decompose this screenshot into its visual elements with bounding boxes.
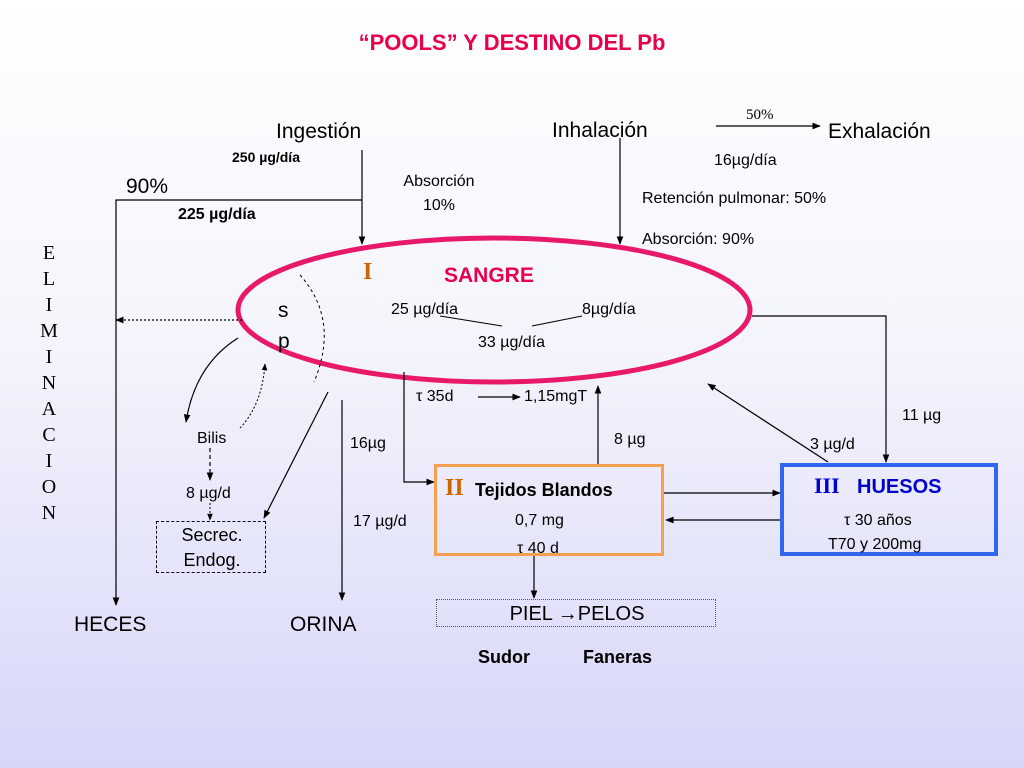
urine-label: ORINA (290, 613, 357, 636)
elimination-rate: 225 µg/día (178, 206, 256, 223)
elimination-letter: E (42, 242, 56, 264)
soft-tissue-mass: 0,7 mg (515, 512, 564, 529)
skin-hair-box: PIEL →PELOS (436, 599, 716, 627)
gi-absorption-percent: 10% (422, 197, 456, 214)
ingestion-to-elimination-line (112, 199, 362, 606)
ingestion-label: Ingestión (276, 120, 362, 143)
soft-tissue-half-life: τ 40 d (517, 540, 559, 557)
bone-total: T70 y 200mg (828, 536, 922, 553)
blood-to-tissue-arrow (403, 372, 435, 486)
sweat-label: Sudor (478, 647, 530, 667)
elimination-letter: M (40, 320, 58, 342)
ingestion-rate: 250 µg/día (232, 149, 300, 165)
bone-to-blood-arrow (707, 383, 829, 463)
tissue-to-blood-rate: 8 µg (614, 431, 646, 448)
elimination-letter: C (42, 424, 56, 446)
exhalation-rate: 16µg/día (714, 152, 777, 169)
bile-to-blood-dotted-arrow (239, 363, 268, 429)
soft-tissue-box: II Tejidos Blandos 0,7 mg τ 40 d (434, 464, 664, 557)
elimination-letter: N (41, 372, 57, 394)
sp-label-p: p (278, 330, 290, 353)
elimination-letter: N (41, 502, 57, 524)
soft-tissue-numeral: II (445, 475, 464, 501)
bile-label: Bilis (197, 430, 227, 447)
gi-absorption-label: Absorción (403, 173, 475, 190)
bone-label: HUESOS (857, 476, 942, 498)
elimination-letter: I (45, 450, 53, 472)
blood-pool-ellipse (235, 235, 753, 385)
blood-to-tissue-rate: 16µg (350, 435, 386, 452)
gi-uptake-rate: 25 µg/día (391, 301, 459, 318)
blood-to-bone-arrow (752, 315, 890, 463)
feces-label: HECES (74, 613, 147, 636)
sp-dashed-arc (299, 274, 325, 383)
elimination-vertical-label: E L I M I N A C I O N (36, 240, 62, 526)
elimination-letter: I (45, 346, 53, 368)
total-uptake-rate: 33 µg/día (478, 334, 546, 351)
blood-to-bile-arrow (183, 337, 239, 423)
elimination-letter: O (41, 476, 57, 498)
elimination-letter: A (41, 398, 57, 420)
lung-to-total-line (531, 315, 583, 327)
skin-hair-label: PIEL →PELOS (509, 603, 645, 625)
inhalation-label: Inhalación (552, 119, 648, 142)
bone-to-blood-rate: 3 µg/d (810, 436, 855, 453)
elimination-letter: L (42, 268, 56, 290)
pulmonary-absorption: Absorción: 90% (642, 231, 755, 248)
blood-to-bone-rate: 11 µg (902, 407, 942, 424)
exhalation-label: Exhalación (828, 120, 931, 143)
exhalation-percent: 50% (746, 107, 774, 123)
sp-label-s: s (278, 299, 289, 322)
blood-to-secretions-arrow (263, 391, 329, 519)
secretions-line-1: Secrec. (181, 525, 243, 545)
bile-rate: 8 µg/d (186, 485, 231, 502)
secretions-line-2: Endog. (183, 550, 241, 570)
appendages-label: Faneras (583, 647, 653, 667)
soft-tissue-label: Tejidos Blandos (475, 480, 613, 500)
bone-numeral: III (814, 473, 840, 498)
bone-box: III HUESOS τ 30 años T70 y 200mg (780, 463, 998, 556)
pulmonary-retention: Retención pulmonar: 50% (642, 190, 827, 207)
lung-uptake-rate: 8µg/día (582, 301, 636, 318)
total-body-burden: 1,15mgT (524, 388, 588, 405)
endogenous-secretions-box: Secrec. Endog. (156, 521, 266, 573)
blood-pool-label: SANGRE (444, 264, 534, 287)
page-title: “POOLS” Y DESTINO DEL Pb (358, 30, 666, 55)
elimination-percent: 90% (126, 175, 169, 198)
bone-half-life: τ 30 años (844, 512, 912, 529)
blood-pool-numeral: I (363, 259, 373, 285)
gi-to-total-line (439, 315, 503, 327)
elimination-letter: I (45, 294, 53, 316)
urine-rate: 17 µg/d (353, 513, 407, 530)
blood-half-life: τ 35d (416, 388, 454, 405)
